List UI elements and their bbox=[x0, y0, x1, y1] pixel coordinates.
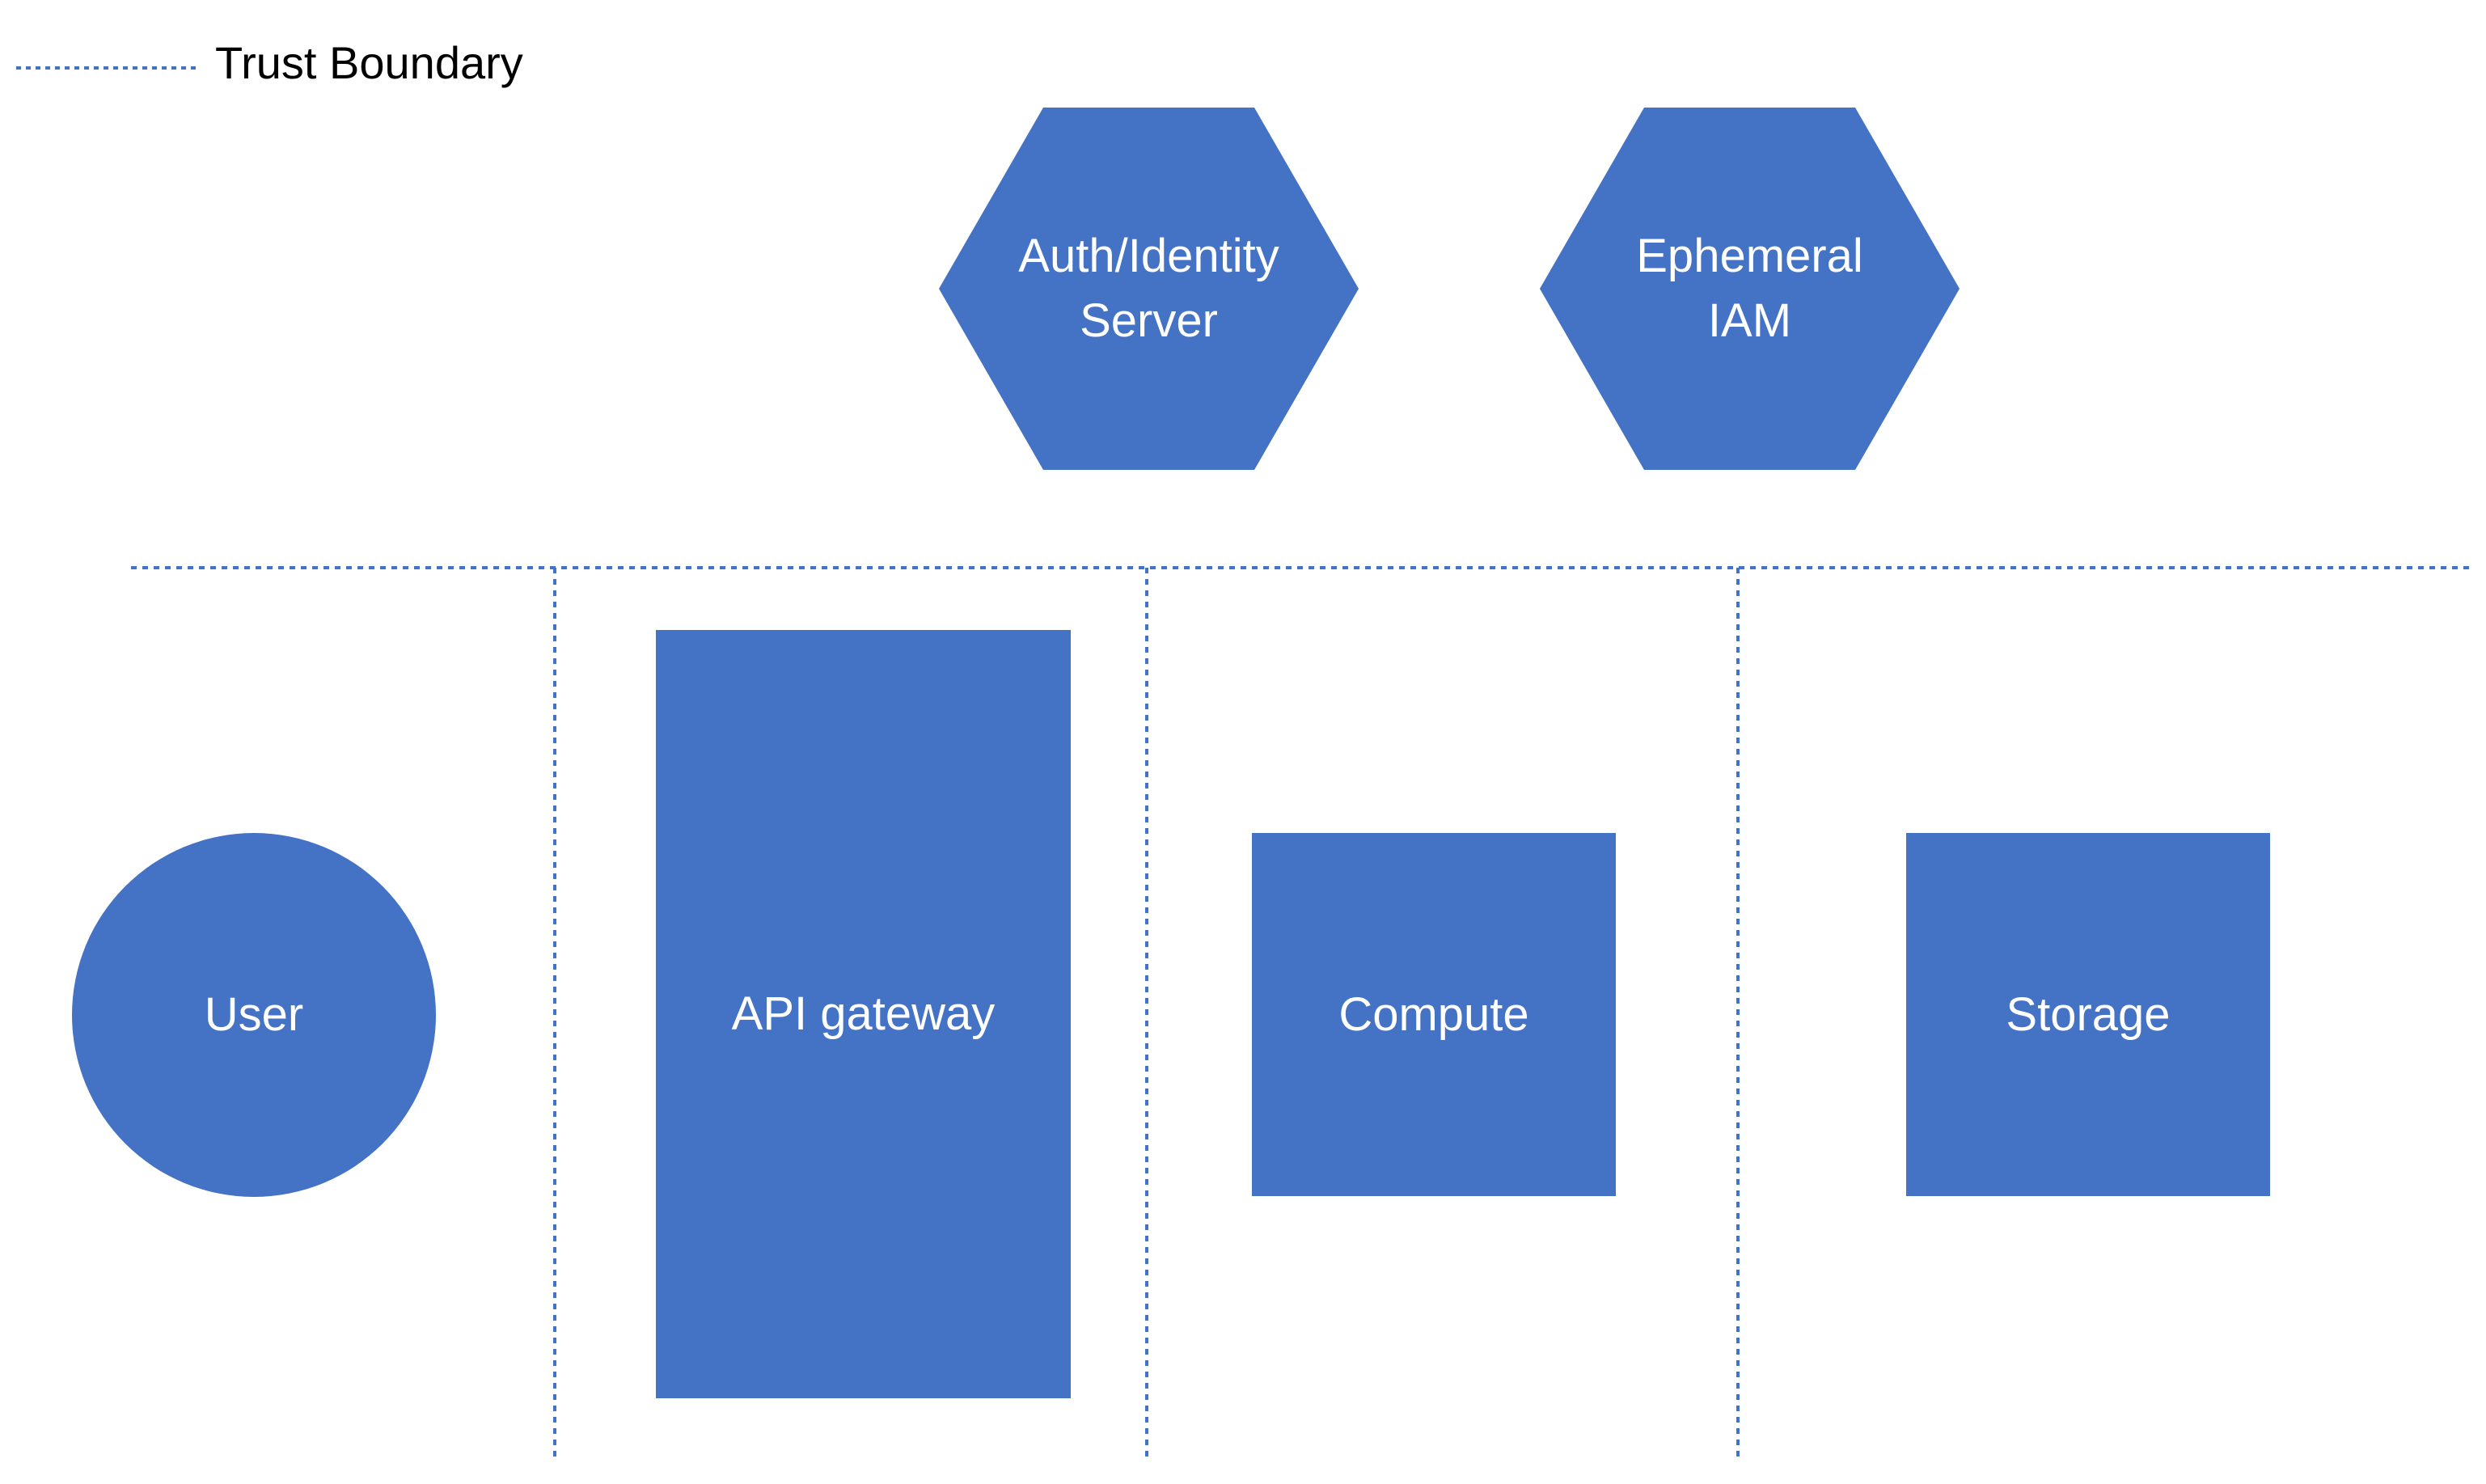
auth-identity-server-label-line1: Auth/Identity bbox=[1018, 230, 1279, 282]
storage-node bbox=[1906, 833, 2270, 1196]
auth-identity-server-label-line2: Server bbox=[1080, 294, 1218, 347]
api-gateway-label: API gateway bbox=[731, 987, 996, 1040]
ephemeral-iam-label: Ephemeral IAM bbox=[1540, 192, 1960, 386]
ephemeral-iam-node bbox=[1540, 108, 1960, 470]
legend-trust-boundary-label: Trust Boundary bbox=[215, 37, 523, 88]
auth-identity-server-label: Auth/Identity Server bbox=[939, 192, 1359, 386]
api-gateway-node bbox=[656, 630, 1071, 1398]
ephemeral-iam-label-line1: Ephemeral bbox=[1636, 230, 1863, 282]
compute-node bbox=[1252, 833, 1616, 1196]
auth-identity-server-node bbox=[939, 108, 1359, 470]
ephemeral-iam-label-line2: IAM bbox=[1707, 294, 1792, 347]
user-label: User bbox=[204, 988, 304, 1041]
compute-label: Compute bbox=[1338, 987, 1529, 1041]
user-node bbox=[72, 833, 436, 1197]
storage-label: Storage bbox=[2006, 987, 2171, 1041]
